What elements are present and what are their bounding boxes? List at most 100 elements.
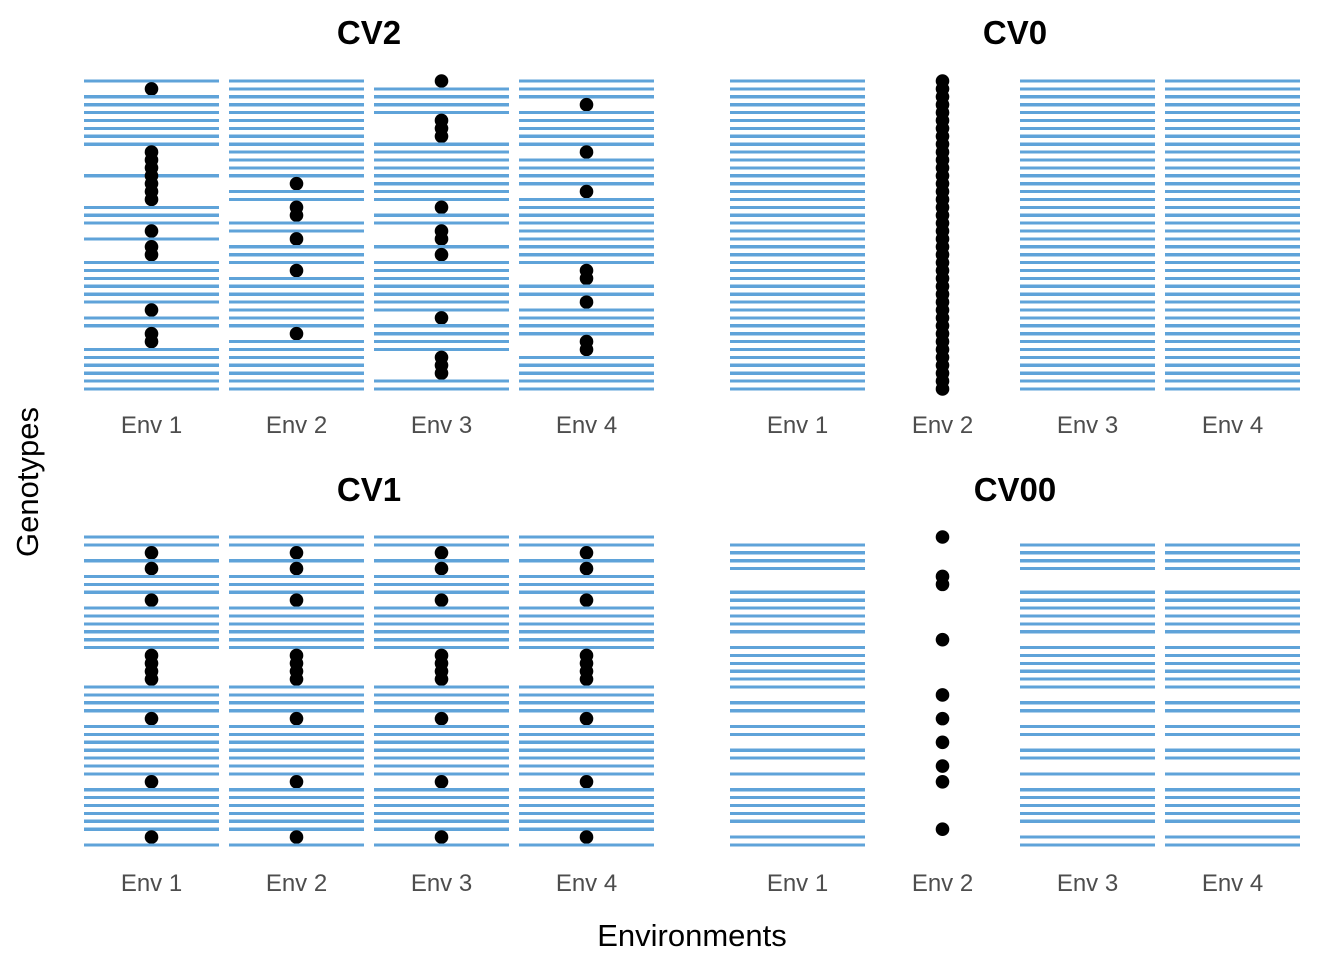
env-column-cv1-1 — [84, 535, 219, 847]
env-label-cv1-2: Env 2 — [265, 870, 328, 897]
observed-cell-line — [1020, 110, 1155, 115]
observed-cell-line — [519, 110, 654, 115]
masked-cell-dot — [144, 247, 159, 262]
observed-cell-line — [519, 764, 654, 768]
observed-cell-line — [84, 724, 219, 729]
observed-cell-line — [730, 748, 865, 752]
observed-cell-line — [84, 748, 219, 752]
observed-cell-line — [84, 740, 219, 744]
observed-cell-line — [374, 213, 509, 217]
observed-cell-line — [84, 701, 219, 705]
observed-cell-line — [519, 118, 654, 123]
x-axis-title: Environments — [597, 918, 787, 953]
observed-cell-line — [730, 284, 865, 288]
observed-cell-line — [1020, 614, 1155, 618]
observed-cell-line — [84, 796, 219, 800]
observed-cell-line — [1165, 261, 1300, 265]
observed-cell-line — [519, 535, 654, 539]
observed-cell-line — [519, 645, 654, 650]
observed-cell-line — [374, 559, 509, 563]
observed-cell-line — [374, 142, 509, 146]
observed-cell-line — [229, 543, 364, 547]
observed-cell-line — [519, 843, 654, 847]
observed-cell-line — [229, 158, 364, 162]
masked-cell-dot — [289, 672, 304, 686]
observed-cell-line — [374, 110, 509, 115]
observed-cell-line — [84, 221, 219, 225]
observed-cell-line — [730, 110, 865, 115]
observed-cell-line — [84, 363, 219, 367]
observed-cell-line — [730, 732, 865, 737]
observed-cell-line — [374, 174, 509, 178]
observed-cell-line — [1020, 724, 1155, 729]
observed-cell-line — [374, 590, 509, 594]
observed-cell-line — [519, 796, 654, 800]
observed-cell-line — [229, 87, 364, 91]
observed-cell-line — [519, 827, 654, 831]
observed-cell-line — [1020, 126, 1155, 130]
observed-cell-line — [1165, 118, 1300, 123]
env-column-cv0-2 — [935, 74, 950, 396]
masked-cell-dot — [434, 200, 449, 215]
observed-cell-line — [1165, 245, 1300, 249]
masked-cell-dot — [289, 263, 304, 278]
masked-cell-dot — [434, 311, 449, 325]
masked-cell-dot — [935, 775, 950, 789]
env-label-cv1-4: Env 4 — [555, 870, 618, 897]
observed-cell-line — [374, 724, 509, 729]
observed-cell-line — [84, 622, 219, 626]
masked-cell-dot — [144, 775, 159, 789]
observed-cell-line — [84, 268, 219, 273]
observed-cell-line — [1165, 772, 1300, 776]
env-label-cv1-1: Env 1 — [120, 870, 183, 897]
observed-cell-line — [1165, 811, 1300, 815]
observed-cell-line — [374, 182, 509, 186]
observed-cell-line — [519, 606, 654, 610]
observed-cell-line — [1165, 843, 1300, 847]
observed-cell-line — [1165, 103, 1300, 107]
observed-cell-line — [229, 308, 364, 312]
observed-cell-line — [1020, 197, 1155, 202]
masked-cell-dot — [579, 184, 594, 199]
observed-cell-line — [1165, 316, 1300, 320]
observed-cell-line — [229, 103, 364, 107]
env-column-cv0-1 — [730, 79, 865, 391]
observed-cell-line — [1020, 653, 1155, 658]
panel-title-cv00: CV00 — [973, 471, 1057, 508]
observed-cell-line — [84, 95, 219, 99]
observed-cell-line — [1020, 709, 1155, 713]
observed-cell-line — [730, 166, 865, 170]
observed-cell-line — [1165, 355, 1300, 359]
observed-cell-line — [84, 788, 219, 792]
masked-cell-dot — [434, 129, 449, 144]
observed-cell-line — [1020, 677, 1155, 681]
observed-cell-line — [84, 693, 219, 697]
observed-cell-line — [229, 371, 364, 375]
observed-cell-line — [374, 709, 509, 713]
observed-cell-line — [1020, 606, 1155, 610]
observed-cell-line — [374, 268, 509, 273]
masked-cell-dot — [144, 303, 159, 317]
observed-cell-line — [229, 379, 364, 383]
masked-cell-dot — [935, 577, 950, 592]
masked-cell-dot — [434, 232, 449, 246]
observed-cell-line — [1165, 126, 1300, 130]
observed-cell-line — [519, 685, 654, 689]
observed-cell-line — [730, 174, 865, 178]
observed-cell-line — [1165, 709, 1300, 713]
observed-cell-line — [730, 340, 865, 344]
observed-cell-line — [374, 622, 509, 626]
env-label-cv0-1: Env 1 — [766, 412, 829, 439]
env-label-cv0-2: Env 2 — [911, 412, 974, 439]
observed-cell-line — [519, 582, 654, 586]
observed-cell-line — [1020, 543, 1155, 547]
masked-cell-dot — [579, 145, 594, 159]
observed-cell-line — [730, 118, 865, 123]
observed-cell-line — [229, 150, 364, 154]
observed-cell-line — [1165, 835, 1300, 839]
masked-cell-dot — [935, 688, 950, 702]
observed-cell-line — [374, 772, 509, 776]
observed-cell-line — [1165, 189, 1300, 194]
observed-cell-line — [374, 582, 509, 586]
observed-cell-line — [229, 645, 364, 650]
